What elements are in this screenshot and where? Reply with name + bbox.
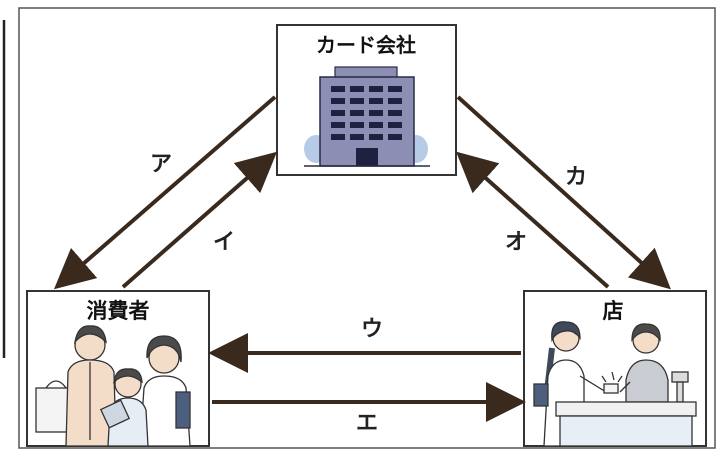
edge-label-ka: カ [565,165,587,190]
consumer-node: 消費者 [26,290,210,447]
edge-label-e: エ [356,411,378,436]
card-company-label: カード会社 [316,33,416,57]
arrow-o [456,151,610,289]
edge-label-i: イ [213,230,235,255]
outer-frame [18,7,716,449]
store-label: 店 [603,299,624,323]
store-node: 店 [523,290,707,447]
arrow-ka [456,95,671,290]
edge-label-u: ウ [361,317,383,342]
arrow-i [121,151,278,289]
edge-label-o: オ [505,230,527,255]
card-company-node: カード会社 [276,24,457,176]
family-illustration [35,325,191,447]
building-icon [304,66,430,167]
arrow-a [53,95,277,290]
edge-label-a: ア [150,152,172,177]
checkout-illustration [533,321,697,447]
consumer-label: 消費者 [87,299,150,323]
